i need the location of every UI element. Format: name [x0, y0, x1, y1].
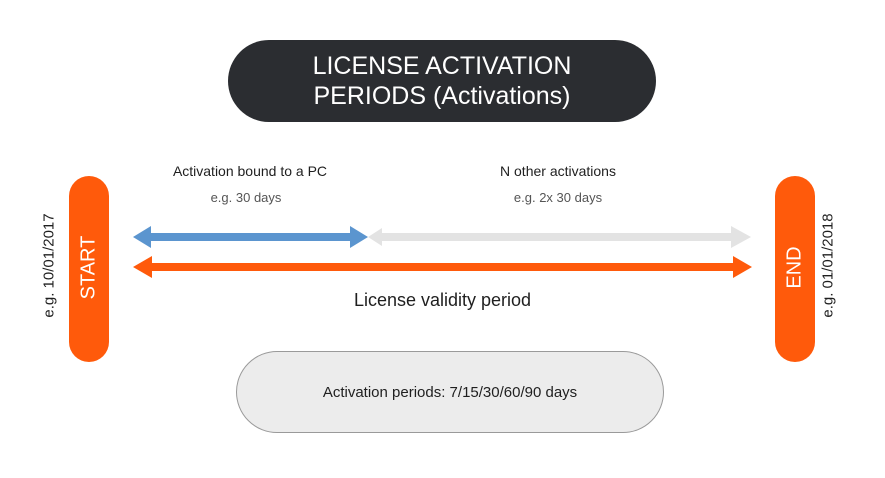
- first-activation-label: Activation bound to a PC: [172, 163, 328, 179]
- end-marker: [775, 176, 815, 362]
- license-validity-label: License validity period: [353, 290, 532, 310]
- title-line-2: PERIODS (Activations): [313, 82, 571, 110]
- activation-periods-text: Activation periods: 7/15/30/60/90 days: [322, 383, 578, 401]
- other-activations-label: N other activations: [500, 163, 616, 179]
- title-line-1: LICENSE ACTIVATION: [312, 52, 572, 80]
- first-activation-example: e.g. 30 days: [210, 190, 282, 205]
- start-marker: [69, 176, 109, 362]
- first-activation-arrow: [133, 226, 368, 248]
- other-activations-example: e.g. 2x 30 days: [513, 190, 603, 205]
- activation-periods-pill: Activation periods: 7/15/30/60/90 days: [236, 351, 664, 433]
- other-activations-arrow: [368, 226, 751, 248]
- title-pill: LICENSE ACTIVATION PERIODS (Activations): [228, 40, 656, 122]
- license-validity-arrow: [133, 256, 752, 278]
